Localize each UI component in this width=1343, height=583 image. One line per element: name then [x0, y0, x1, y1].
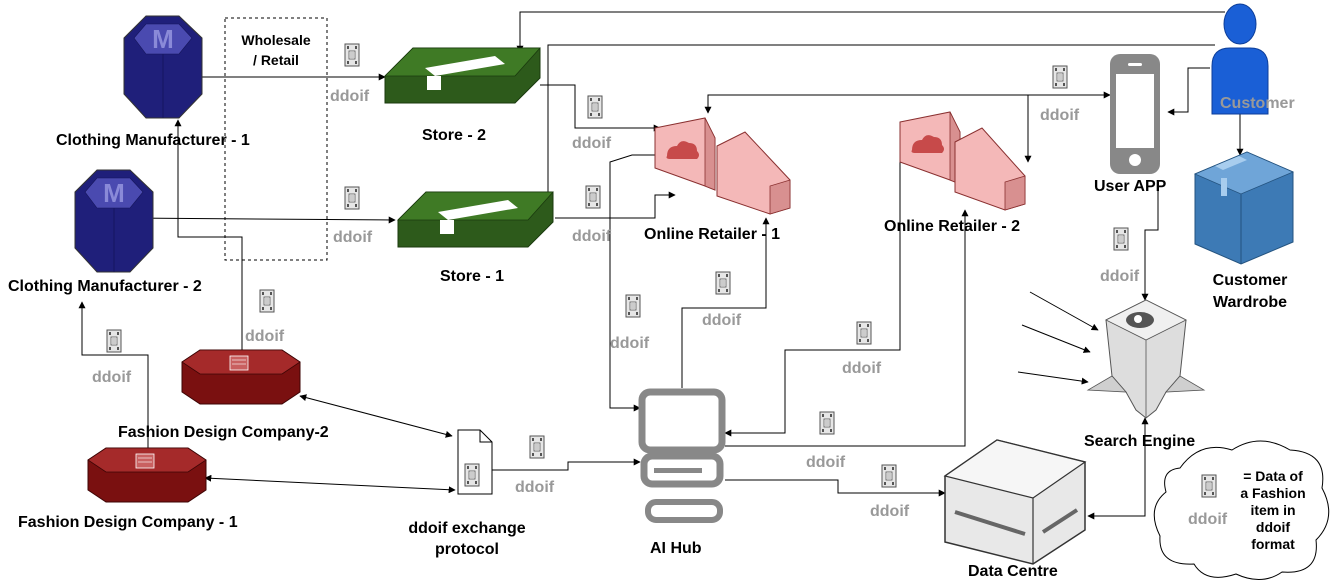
label-fashion-design-company-2: Fashion Design Company-2	[118, 424, 329, 441]
search-engine-icon	[1086, 299, 1206, 419]
label-wholesale: Wholesale	[241, 32, 311, 48]
edge-customer-store2	[516, 11, 1225, 53]
legend-text-line3: item in	[1250, 502, 1296, 518]
ai-hub-computer-icon	[638, 388, 726, 523]
store-icon	[397, 191, 554, 248]
edge-label: ddoif	[515, 479, 555, 496]
edge-aihub-datacentre	[725, 479, 946, 497]
ddoif-icon	[259, 289, 275, 313]
edge-retailer1-aihub	[609, 154, 655, 412]
factory-icon: M	[74, 169, 154, 273]
smartphone-icon	[1110, 54, 1160, 174]
customer-icon	[1211, 3, 1269, 115]
design-company-icon	[87, 447, 207, 503]
label-exchange-protocol-1: ddoif exchange	[408, 520, 526, 537]
ddoif-icon	[715, 271, 731, 295]
edge-protocol-aihub	[492, 458, 641, 471]
edge-fdc1-manufacturer2	[78, 301, 149, 448]
ddoif-icon	[344, 43, 360, 67]
ddoif-icon	[856, 321, 872, 345]
design-company-icon	[181, 349, 301, 405]
edge-input-1	[1029, 291, 1099, 331]
label-retail: / Retail	[253, 52, 299, 68]
connectors	[78, 11, 1244, 520]
edge-label: ddoif	[610, 335, 650, 352]
ddoif-icon	[625, 294, 641, 318]
data-centre-server-icon	[943, 439, 1087, 565]
edge-label: ddoif	[702, 312, 742, 329]
legend-cloud-shape	[1153, 440, 1330, 580]
edge-label: ddoif	[842, 360, 882, 377]
edge-searchengine-datacentre	[1087, 417, 1149, 520]
edge-manufacturer2-store1	[124, 216, 396, 224]
svg-text:M: M	[152, 24, 174, 54]
edge-customer-store1	[544, 44, 1215, 199]
edge-label: ddoif	[330, 88, 370, 105]
edge-label: ddoif	[92, 369, 132, 386]
label-customer: Customer	[1220, 95, 1295, 112]
legend-symbol-label: ddoif	[1188, 511, 1228, 528]
edge-store2-retailer1	[540, 84, 661, 132]
edge-label: ddoif	[245, 328, 285, 345]
legend-text-line1: = Data of	[1243, 468, 1303, 484]
ddoif-icon	[344, 186, 360, 210]
protocol-document-icon	[457, 429, 493, 495]
edge-input-2	[1021, 324, 1091, 353]
legend-text-line2: a Fashion	[1240, 485, 1306, 501]
label-online-retailer-1: Online Retailer - 1	[644, 226, 781, 243]
edge-fdc1-protocol	[204, 474, 456, 494]
legend-text-line4: ddoif	[1255, 519, 1291, 535]
factory-icon: M	[123, 15, 203, 119]
edge-input-3	[1017, 371, 1089, 385]
ddoif-icon	[881, 464, 897, 488]
edge-aihub-retailer2	[725, 209, 969, 447]
legend-text-line5: format	[1251, 536, 1295, 552]
label-user-app: User APP	[1094, 178, 1167, 195]
edge-label: ddoif	[1040, 107, 1080, 124]
edge-aihub-retailer1	[681, 217, 770, 388]
label-store-2: Store - 2	[422, 127, 487, 144]
label-clothing-manufacturer-1: Clothing Manufacturer - 1	[56, 132, 250, 149]
edge-customer-app	[1167, 67, 1210, 116]
label-exchange-protocol-2: protocol	[435, 541, 499, 558]
ddoif-icon	[106, 329, 122, 353]
ddoif-icon	[1201, 474, 1217, 498]
edge-store1-retailer1	[555, 191, 676, 219]
edge-label: ddoif	[1100, 268, 1140, 285]
label-clothing-manufacturer-2: Clothing Manufacturer - 2	[8, 278, 202, 295]
wardrobe-box-icon	[1193, 151, 1295, 265]
edge-app-retailer1	[704, 91, 1111, 114]
label-customer-wardrobe-2: Wardrobe	[1212, 294, 1288, 311]
edge-app-searchengine	[1141, 188, 1159, 301]
edge-label: ddoif	[333, 229, 373, 246]
label-customer-wardrobe-1: Customer	[1212, 272, 1288, 289]
label-data-centre: Data Centre	[968, 563, 1058, 580]
wholesale-retail-box	[224, 17, 328, 261]
label-ai-hub: AI Hub	[650, 540, 702, 557]
edge-label: ddoif	[572, 135, 612, 152]
ddoif-icon	[819, 411, 835, 435]
edge-fdc2-manufacturer1	[174, 119, 243, 355]
svg-text:M: M	[103, 178, 125, 208]
ddoif-icon	[529, 435, 545, 459]
online-retailer-icon	[899, 111, 1026, 211]
edge-label: ddoif	[572, 228, 612, 245]
label-online-retailer-2: Online Retailer - 2	[884, 218, 1021, 235]
online-retailer-icon	[654, 117, 791, 215]
ddoif-icon	[1052, 65, 1068, 89]
edge-label: ddoif	[806, 454, 846, 471]
ddoif-icon	[1113, 227, 1129, 251]
store-icon	[384, 47, 541, 104]
label-store-1: Store - 1	[440, 268, 505, 285]
ddoif-icon	[585, 185, 601, 209]
label-fashion-design-company-1: Fashion Design Company - 1	[18, 514, 238, 531]
label-search-engine: Search Engine	[1084, 433, 1196, 450]
edge-fdc2-protocol	[299, 394, 453, 438]
edge-retailer2-aihub	[724, 160, 901, 437]
edge-label: ddoif	[870, 503, 910, 520]
ddoif-icon	[587, 95, 603, 119]
